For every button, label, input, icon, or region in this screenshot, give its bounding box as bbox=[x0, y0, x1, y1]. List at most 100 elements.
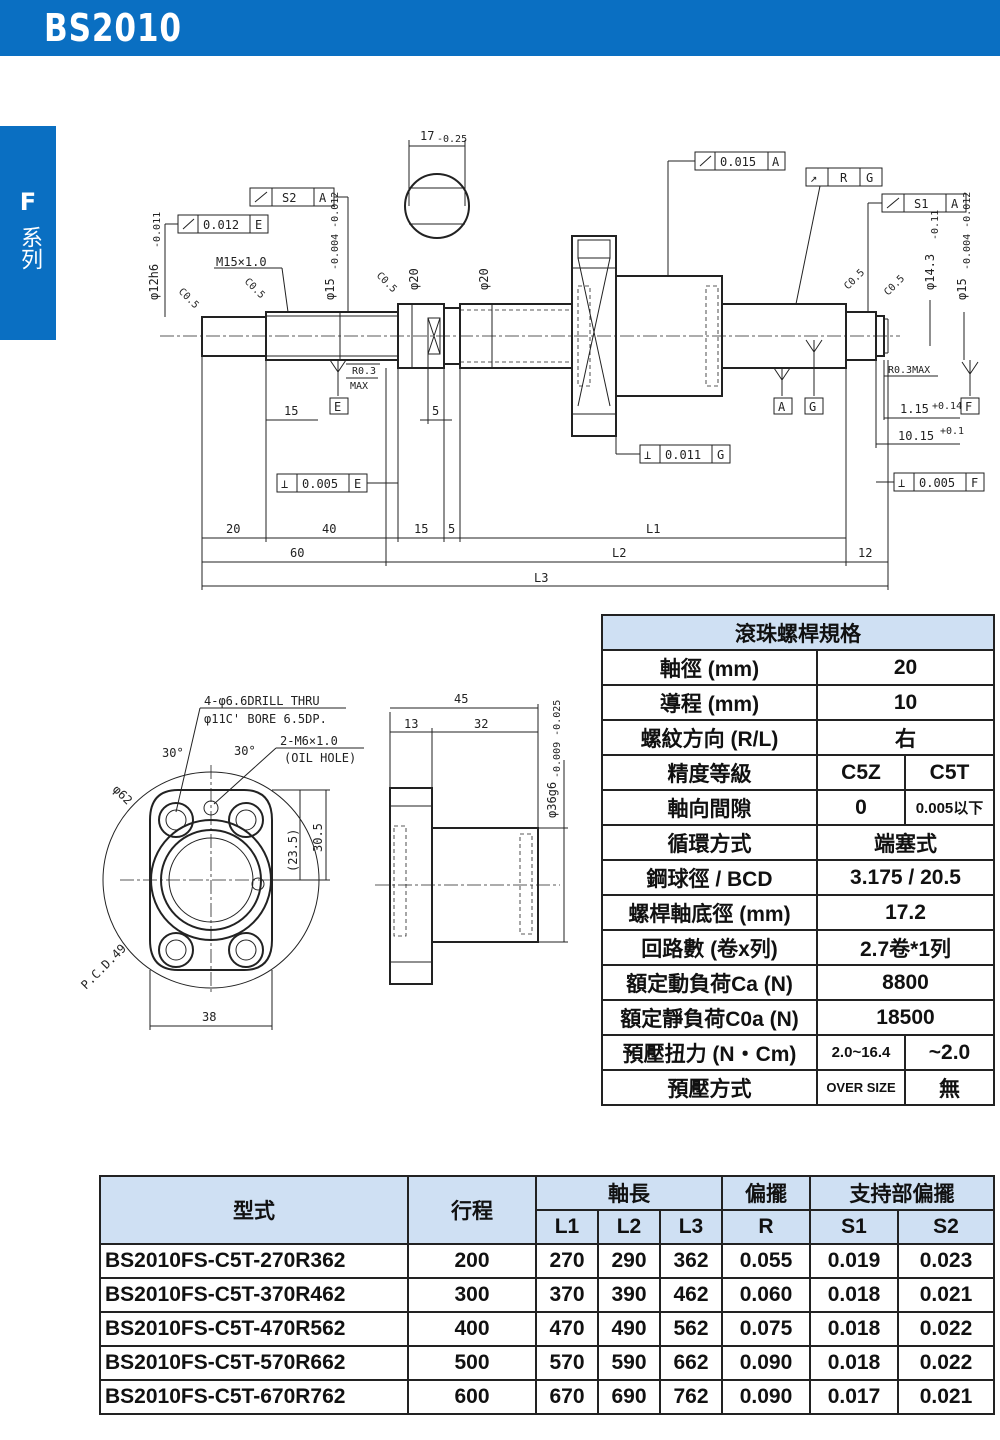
svg-text:⊥: ⊥ bbox=[281, 477, 288, 491]
spec-value: 2.7卷*1列 bbox=[816, 929, 995, 966]
svg-text:R0.3MAX: R0.3MAX bbox=[888, 365, 930, 376]
spec-title: 滾珠螺桿規格 bbox=[601, 614, 995, 651]
svg-text:F: F bbox=[965, 400, 972, 414]
svg-text:φ20: φ20 bbox=[477, 268, 491, 290]
svg-text:A: A bbox=[951, 197, 959, 211]
svg-text:(OIL HOLE): (OIL HOLE) bbox=[284, 751, 356, 765]
svg-text:E: E bbox=[255, 218, 262, 232]
header-l1: L1 bbox=[535, 1209, 599, 1245]
spec-value: OVER SIZE bbox=[816, 1069, 906, 1106]
svg-text:20: 20 bbox=[226, 522, 240, 536]
perp-frame-011: ⊥ 0.011 G bbox=[615, 436, 731, 464]
svg-text:0.005: 0.005 bbox=[302, 477, 338, 491]
svg-text:(23.5): (23.5) bbox=[286, 829, 300, 872]
svg-text:φ14.3: φ14.3 bbox=[923, 254, 937, 290]
svg-text:5: 5 bbox=[432, 404, 439, 418]
svg-text:+0.14: +0.14 bbox=[932, 401, 962, 412]
s2-frame: S2 A bbox=[249, 187, 349, 312]
svg-text:C0.5: C0.5 bbox=[842, 267, 867, 292]
spec-label: 額定靜負荷C0a (N) bbox=[601, 999, 818, 1036]
svg-text:13: 13 bbox=[404, 717, 418, 731]
spec-label: 鋼球徑 / BCD bbox=[601, 859, 818, 896]
spec-value: 2.0~16.4 bbox=[816, 1034, 906, 1071]
spec-table: 滾珠螺桿規格 軸徑 (mm)20 導程 (mm)10 螺紋方向 (R/L)右 精… bbox=[601, 614, 995, 1106]
svg-text:4-φ6.6DRILL THRU: 4-φ6.6DRILL THRU bbox=[204, 694, 320, 708]
spec-value: C5T bbox=[904, 754, 995, 791]
shaft-drawing: 17 -0.25 0.015 A ↗ R G S2 A S1 A bbox=[147, 129, 985, 590]
spec-label: 額定動負荷Ca (N) bbox=[601, 964, 818, 1001]
spec-value: 20 bbox=[816, 649, 995, 686]
spec-value: 18500 bbox=[816, 999, 995, 1036]
svg-text:φ11C' BORE 6.5DP.: φ11C' BORE 6.5DP. bbox=[204, 712, 327, 726]
svg-text:2-M6×1.0: 2-M6×1.0 bbox=[280, 734, 338, 748]
spec-value: ~2.0 bbox=[904, 1034, 995, 1071]
header-l2: L2 bbox=[597, 1209, 661, 1245]
svg-text:φ36g6: φ36g6 bbox=[545, 782, 559, 818]
header-s1: S1 bbox=[809, 1209, 899, 1245]
nut-drawing: 4-φ6.6DRILL THRU φ11C' BORE 6.5DP. 2-M6×… bbox=[78, 692, 568, 1030]
header-support: 支持部偏擺 bbox=[809, 1175, 995, 1211]
svg-text:R: R bbox=[840, 171, 848, 185]
svg-text:0.005: 0.005 bbox=[919, 476, 955, 490]
flat-width: 17 bbox=[420, 129, 434, 143]
spec-label: 軸徑 (mm) bbox=[601, 649, 818, 686]
spec-value: 無 bbox=[904, 1069, 995, 1106]
svg-text:G: G bbox=[717, 448, 724, 462]
series-side-tab: F 系列 bbox=[0, 126, 56, 340]
spec-label: 預壓方式 bbox=[601, 1069, 818, 1106]
svg-text:M15×1.0: M15×1.0 bbox=[216, 255, 267, 269]
spec-value: 端塞式 bbox=[816, 824, 995, 861]
spec-label: 螺桿軸底徑 (mm) bbox=[601, 894, 818, 931]
svg-text:⊥: ⊥ bbox=[644, 448, 651, 462]
svg-text:L3: L3 bbox=[534, 571, 548, 585]
svg-text:A: A bbox=[772, 155, 780, 169]
svg-text:C0.5: C0.5 bbox=[882, 273, 907, 298]
svg-text:45: 45 bbox=[454, 692, 468, 706]
svg-text:30.5: 30.5 bbox=[311, 823, 325, 852]
svg-text:1.15: 1.15 bbox=[900, 402, 929, 416]
spec-value: 0 bbox=[816, 789, 906, 826]
svg-text:G: G bbox=[866, 171, 873, 185]
spec-label: 導程 (mm) bbox=[601, 684, 818, 721]
svg-text:38: 38 bbox=[202, 1010, 216, 1024]
spec-value: 右 bbox=[816, 719, 995, 756]
svg-text:15: 15 bbox=[284, 404, 298, 418]
spec-value: 3.175 / 20.5 bbox=[816, 859, 995, 896]
spec-label: 軸向間隙 bbox=[601, 789, 818, 826]
svg-text:φ20: φ20 bbox=[407, 268, 421, 290]
series-label: 系列 bbox=[17, 226, 42, 270]
spec-value: 8800 bbox=[816, 964, 995, 1001]
svg-text:-0.004 -0.012: -0.004 -0.012 bbox=[330, 192, 341, 270]
svg-text:-0.004 -0.012: -0.004 -0.012 bbox=[962, 192, 973, 270]
title-bar: BS2010 bbox=[0, 0, 1000, 56]
header-stroke: 行程 bbox=[407, 1175, 537, 1245]
svg-text:40: 40 bbox=[322, 522, 336, 536]
header-model: 型式 bbox=[99, 1175, 409, 1245]
svg-text:10.15: 10.15 bbox=[898, 429, 934, 443]
svg-text:+0.1: +0.1 bbox=[940, 426, 964, 437]
svg-text:60: 60 bbox=[290, 546, 304, 560]
svg-text:5: 5 bbox=[448, 522, 455, 536]
header-r: R bbox=[721, 1209, 811, 1245]
svg-text:P.C.D.49: P.C.D.49 bbox=[78, 941, 129, 992]
svg-text:15: 15 bbox=[414, 522, 428, 536]
spec-label: 預壓扭力 (N・Cm) bbox=[601, 1034, 818, 1071]
svg-text:φ15: φ15 bbox=[323, 278, 337, 300]
parallel-frame: ↗ R G bbox=[795, 167, 883, 305]
spec-value: 10 bbox=[816, 684, 995, 721]
svg-text:A: A bbox=[778, 400, 786, 414]
svg-text:L1: L1 bbox=[646, 522, 660, 536]
header-l3: L3 bbox=[659, 1209, 723, 1245]
page-title: BS2010 bbox=[44, 6, 182, 50]
svg-text:MAX: MAX bbox=[350, 381, 368, 392]
svg-text:-0.11: -0.11 bbox=[930, 210, 941, 240]
svg-text:⊥: ⊥ bbox=[898, 476, 905, 490]
header-s2: S2 bbox=[897, 1209, 995, 1245]
svg-text:R0.3: R0.3 bbox=[352, 366, 376, 377]
spec-value: C5Z bbox=[816, 754, 906, 791]
header-runout: 偏擺 bbox=[721, 1175, 811, 1211]
spec-label: 循環方式 bbox=[601, 824, 818, 861]
